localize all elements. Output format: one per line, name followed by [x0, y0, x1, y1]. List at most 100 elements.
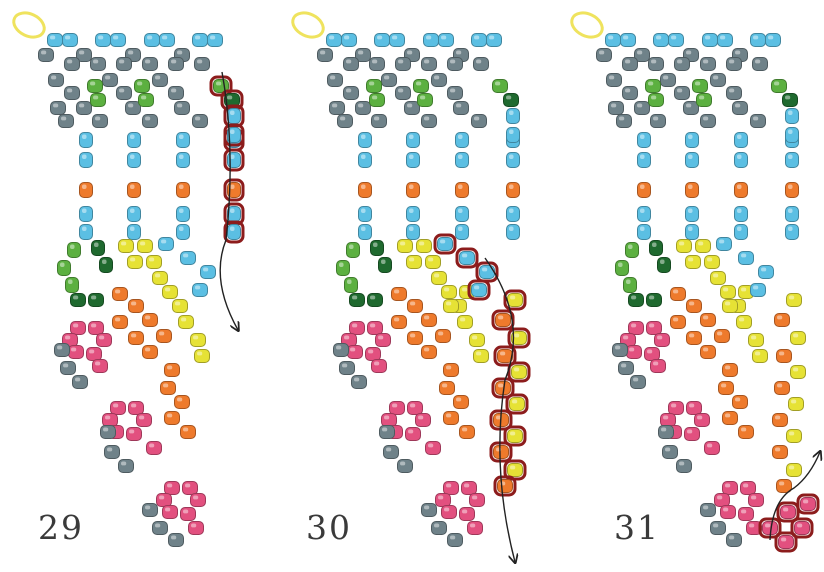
step-number-31: 31 — [614, 508, 660, 547]
loop-bead-pink — [190, 493, 206, 507]
column-bead-blue — [734, 206, 748, 222]
column-bead-blue — [227, 127, 241, 143]
column-bead-blue — [127, 132, 141, 148]
block-bead-dark-green — [657, 257, 671, 273]
top-bead-blue — [486, 33, 502, 47]
triangle-bead-yellow — [676, 239, 692, 253]
loop-bead-pink — [405, 427, 421, 441]
top-bead-blue — [110, 33, 126, 47]
diagonal-bead-orange — [443, 411, 459, 425]
column-bead-blue — [637, 206, 651, 222]
column-bead-blue — [127, 152, 141, 168]
loop-bead-pink — [660, 413, 676, 427]
column-bead-blue — [506, 224, 520, 240]
loop-bead-gray — [379, 425, 395, 439]
step-29-panel — [12, 11, 245, 547]
lattice-bead-gray — [64, 86, 80, 100]
diagonal-bead-orange — [459, 425, 475, 439]
loop-bead-pink — [407, 401, 423, 415]
diagonal-bead-orange — [421, 313, 437, 327]
lattice-bead-gray — [125, 101, 141, 115]
thread-highlight — [493, 345, 517, 367]
diagonal-bead-blue — [758, 265, 774, 279]
lattice-bead-gray — [50, 101, 66, 115]
top-bead-blue — [620, 33, 636, 47]
loop-bead-pink — [467, 521, 483, 535]
lattice-bead-gray — [76, 48, 92, 62]
loop-bead-pink — [156, 493, 172, 507]
loop-bead-pink — [441, 505, 457, 519]
block-bead-dark-green — [370, 240, 384, 256]
top-bead-blue — [341, 33, 357, 47]
top-bead-blue — [374, 33, 390, 47]
column-bead-blue — [734, 224, 748, 240]
diagonal-bead-orange — [421, 345, 437, 359]
diagonal-bead-blue — [158, 237, 174, 251]
column-bead-orange — [358, 182, 372, 198]
lattice-bead-gray — [431, 73, 447, 87]
lattice-bead-green — [134, 79, 150, 93]
block-bead-green — [336, 260, 350, 276]
loop-bead-pink — [96, 333, 112, 347]
diagonal-bead-blue — [479, 265, 495, 279]
column-bead-blue — [637, 132, 651, 148]
loop-bead-pink — [86, 347, 102, 361]
triangle-bead-yellow — [416, 239, 432, 253]
lattice-bead-gray — [369, 57, 385, 71]
diagonal-bead-orange — [722, 411, 738, 425]
column-bead-blue — [506, 108, 520, 124]
top-bead-blue — [159, 33, 175, 47]
loop-bead-gray — [397, 459, 413, 473]
lattice-bead-gray — [168, 86, 184, 100]
lattice-bead-gray — [381, 73, 397, 87]
block-bead-dark-green — [646, 293, 662, 307]
loop-bead-pink — [748, 493, 764, 507]
loop-bead-pink — [459, 507, 475, 521]
lattice-bead-gray — [355, 101, 371, 115]
thread-arrow — [484, 257, 515, 562]
loop-bead-pink — [88, 321, 104, 335]
triangle-bead-yellow — [162, 285, 178, 299]
loop-bead-gray — [168, 533, 184, 547]
triangle-bead-yellow — [137, 239, 153, 253]
loop-bead-pink — [740, 481, 756, 495]
triangle-bead-yellow — [441, 285, 457, 299]
lattice-bead-gray — [683, 101, 699, 115]
lattice-bead-dark-green — [782, 93, 798, 107]
diagonal-bead-orange — [391, 315, 407, 329]
top-bead-blue — [471, 33, 487, 47]
column-bead-blue — [358, 206, 372, 222]
top-bead-blue — [702, 33, 718, 47]
loop-bead-pink — [686, 401, 702, 415]
clasp-ring — [12, 11, 46, 39]
loop-bead-pink — [668, 401, 684, 415]
step-31-panel — [570, 11, 820, 553]
loop-bead-gray — [118, 459, 134, 473]
loop-bead-pink — [347, 345, 363, 359]
lattice-bead-gray — [192, 114, 208, 128]
lattice-bead-gray — [710, 73, 726, 87]
loop-bead-pink — [684, 427, 700, 441]
top-bead-blue — [47, 33, 63, 47]
zigzag-bead — [495, 313, 511, 327]
zigzag-bead — [786, 463, 802, 477]
thread-highlight — [774, 531, 798, 553]
top-bead-blue — [765, 33, 781, 47]
column-bead-blue — [685, 206, 699, 222]
loop-bead-pink — [435, 493, 451, 507]
triangle-bead-yellow — [127, 255, 143, 269]
loop-bead-gray — [676, 459, 692, 473]
triangle-bead-yellow — [190, 333, 206, 347]
lattice-bead-gray — [329, 101, 345, 115]
thread-highlight — [503, 425, 527, 447]
block-bead-green — [344, 277, 358, 293]
loop-bead-pink — [162, 505, 178, 519]
top-bead-blue — [144, 33, 160, 47]
column-bead-orange — [734, 182, 748, 198]
diagonal-bead-orange — [142, 313, 158, 327]
triangle-bead-yellow — [695, 239, 711, 253]
column-bead-blue — [734, 132, 748, 148]
column-bead-blue — [358, 132, 372, 148]
column-bead-orange — [176, 182, 190, 198]
